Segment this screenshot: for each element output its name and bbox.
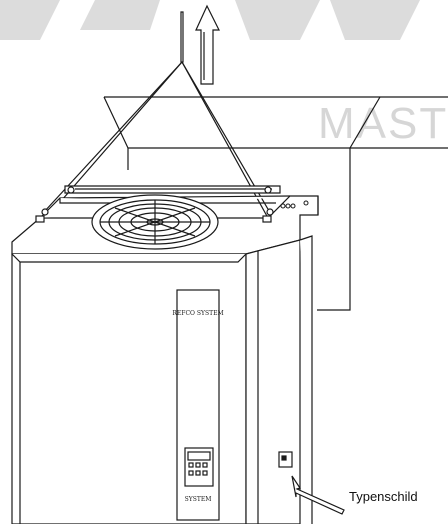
front-panel xyxy=(176,289,220,521)
watermark-logo xyxy=(0,0,420,40)
lifting-eyes xyxy=(35,186,274,223)
type-plate xyxy=(278,451,293,468)
type-plate-label: Typenschild xyxy=(349,489,418,504)
lift-up-arrow xyxy=(195,4,220,85)
watermark-text: MAST xyxy=(318,99,448,148)
panel-logo-text: REFCO SYSTEM xyxy=(172,310,223,317)
panel-brand-plate: SYSTEM xyxy=(185,496,212,503)
side-fasteners xyxy=(280,200,309,209)
callout-arrow xyxy=(291,475,345,515)
evaporator-box xyxy=(103,96,448,311)
condenser-fan xyxy=(91,194,219,250)
